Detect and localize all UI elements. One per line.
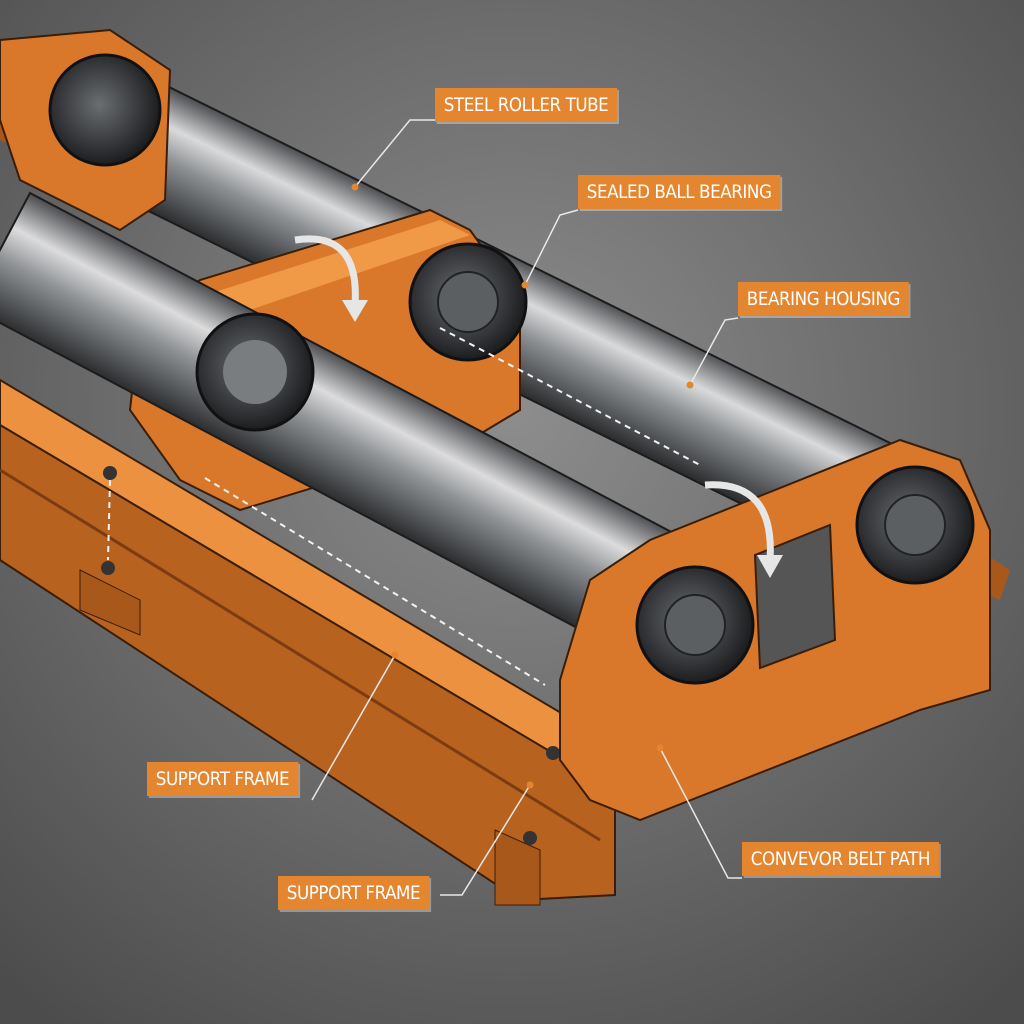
label-conveyor-belt-path: CONVEVOR BELT PATH <box>742 842 939 876</box>
bearing-inner-race <box>223 340 287 404</box>
rotation-arrow-head <box>757 555 783 578</box>
rail-foot <box>79 569 141 636</box>
bolt-icon <box>546 746 560 760</box>
bolt-icon <box>103 466 117 480</box>
rear-bearing-icon <box>48 53 162 167</box>
label-bearing-housing: BEARING HOUSING <box>738 282 909 316</box>
label-sealed-ball-bearing: SEALED BALL BEARING <box>578 175 781 209</box>
leader-lines <box>311 119 742 896</box>
rail-groove <box>0 468 601 842</box>
rotation-arrow-icon <box>704 481 774 561</box>
housing-top-face <box>190 220 470 320</box>
bearing-inner-race <box>884 494 946 556</box>
label-support-frame: SUPPORT FRAME <box>147 762 298 796</box>
belt-path-dashed-arrows <box>107 327 701 686</box>
bolt-icon <box>101 561 115 575</box>
bearing-inner-race <box>437 271 499 333</box>
rotation-arrow-head <box>342 300 368 322</box>
near-support-rail <box>0 423 616 902</box>
bearing-inner-race <box>664 594 726 656</box>
label-support-frame-lower: SUPPORT FRAME <box>278 876 429 910</box>
rail-foot <box>494 829 541 906</box>
bolt-icon <box>523 831 537 845</box>
label-steel-roller-tube: STEEL ROLLER TUBE <box>435 88 618 122</box>
rotation-arrow-icon <box>294 235 359 306</box>
